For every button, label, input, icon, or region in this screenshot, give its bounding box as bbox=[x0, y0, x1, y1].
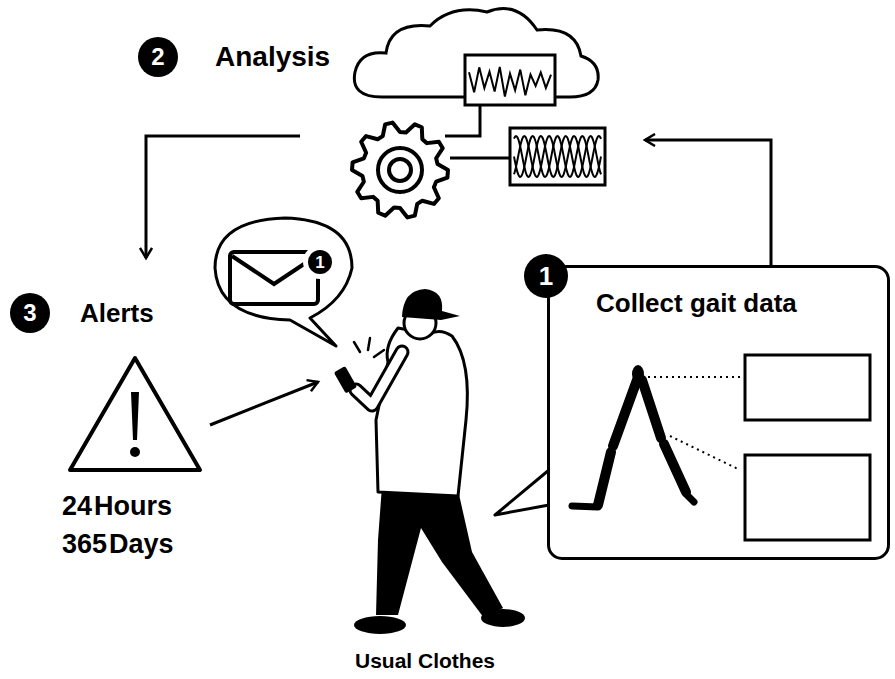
caption-label: Usual Clothes bbox=[355, 650, 495, 671]
gear-hub bbox=[389, 159, 411, 181]
gait-signal bbox=[469, 67, 551, 97]
exclamation-dot bbox=[130, 447, 140, 457]
flow-arrow bbox=[645, 140, 771, 265]
step-heading: Analysis bbox=[215, 43, 330, 71]
availability-label: Days bbox=[109, 531, 174, 558]
leader-line bbox=[670, 436, 740, 470]
gait-signal bbox=[514, 136, 601, 177]
leg-skeleton bbox=[572, 365, 694, 507]
step-number-circle: 3Alerts bbox=[10, 293, 50, 333]
box-heading: Collect gait data bbox=[596, 290, 797, 316]
callout-number: 3 bbox=[23, 301, 36, 325]
exclamation-mark bbox=[131, 392, 139, 440]
warning-triangle bbox=[70, 358, 200, 470]
speech-bubble bbox=[215, 218, 352, 346]
callout-number: 2 bbox=[151, 45, 164, 69]
flow-arrow bbox=[210, 382, 318, 425]
wire bbox=[445, 105, 480, 136]
signal-chart bbox=[745, 355, 870, 420]
gear-ring bbox=[378, 148, 422, 192]
availability-label: 24 bbox=[62, 493, 92, 520]
step-number-circle: 1 bbox=[306, 248, 334, 276]
gear-icon bbox=[352, 123, 448, 218]
step-number-circle: 2Analysis bbox=[138, 37, 178, 77]
callout-number: 1 bbox=[315, 254, 324, 271]
leader-line bbox=[648, 376, 740, 378]
availability-label: 365 bbox=[62, 531, 107, 558]
step-heading: Alerts bbox=[80, 300, 154, 326]
wire bbox=[450, 157, 510, 160]
process-box: Collect gait data1 bbox=[547, 265, 890, 560]
badge-ring bbox=[303, 245, 337, 279]
signal-chart bbox=[465, 55, 555, 105]
gait-signal bbox=[514, 136, 601, 177]
signal-chart bbox=[510, 128, 605, 185]
callout-number: 1 bbox=[539, 263, 553, 289]
gait-signal bbox=[514, 136, 601, 177]
walking-person bbox=[334, 289, 525, 634]
availability-label: Hours bbox=[94, 493, 172, 520]
cloud bbox=[354, 9, 598, 97]
step-number-circle: 1 bbox=[524, 254, 568, 298]
signal-chart bbox=[745, 455, 870, 540]
callout-tail bbox=[495, 470, 549, 515]
gear-teeth bbox=[352, 123, 448, 218]
